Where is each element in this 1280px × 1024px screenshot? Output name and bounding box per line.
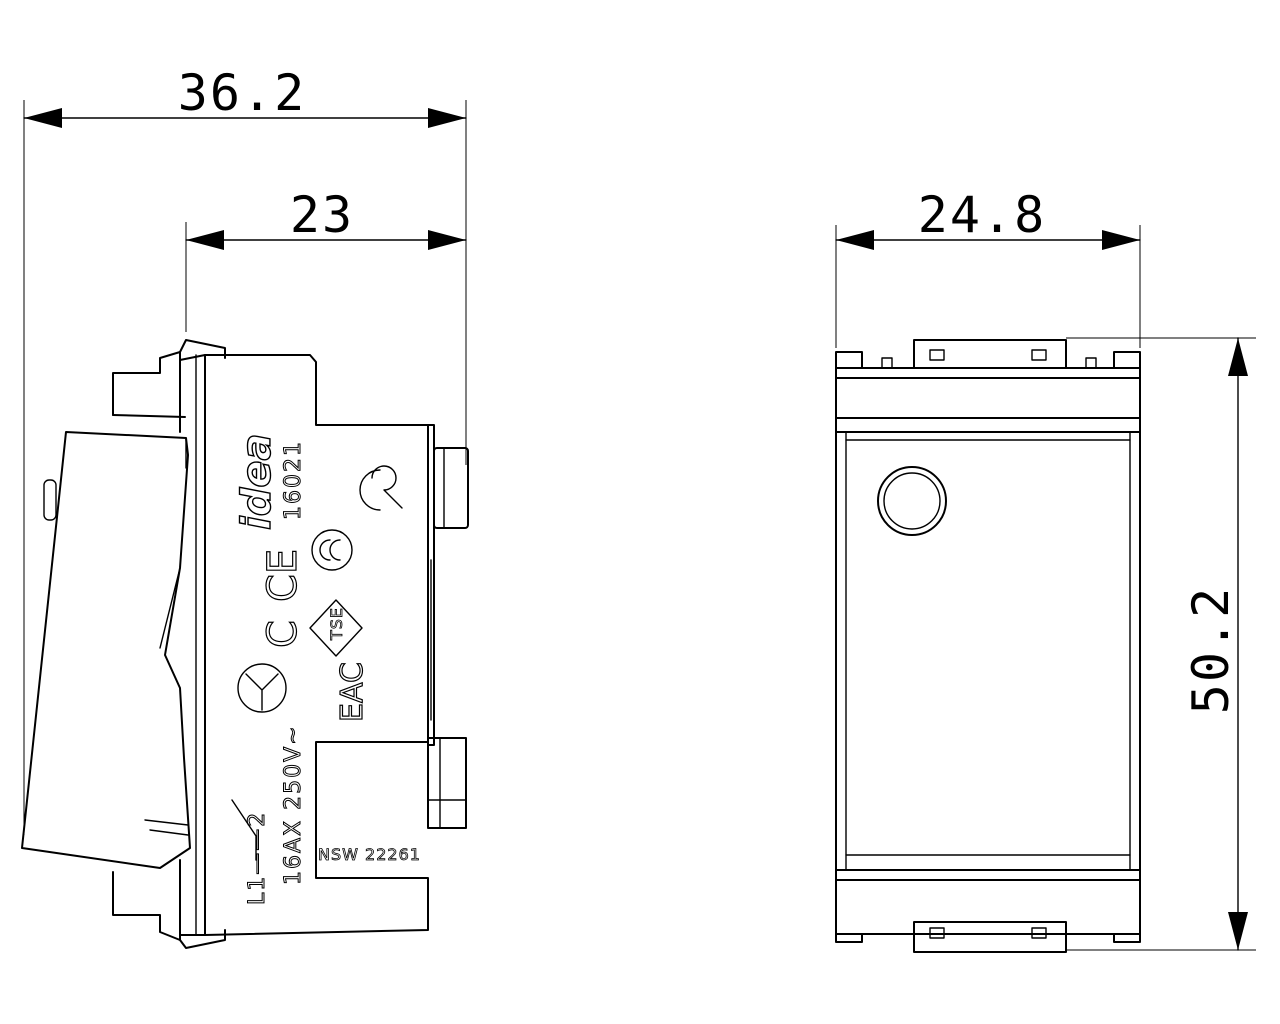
switch-contact-symbol bbox=[231, 799, 257, 861]
module-front bbox=[835, 339, 1141, 953]
terminal-block-bottom bbox=[427, 737, 467, 829]
switch-body bbox=[179, 354, 469, 936]
dimension-label-overall-depth: 36.2 bbox=[178, 64, 306, 122]
indicator-lens-outer bbox=[877, 466, 947, 536]
approval-circle-mark bbox=[237, 663, 287, 713]
product-code: 16021 bbox=[281, 440, 306, 520]
rating-label: 16AX 250V~ bbox=[281, 724, 306, 885]
tse-diamond bbox=[309, 599, 363, 657]
latch-bottom bbox=[913, 921, 1067, 953]
body-markings: idea 16021 CE C EAC TSE L1——2 16AX 250V~… bbox=[231, 433, 421, 906]
eac-mark: EAC bbox=[335, 662, 370, 722]
c-mark: C bbox=[260, 620, 306, 648]
dimension-overall-depth: 36.2 bbox=[23, 64, 467, 128]
dimension-label-width: 24.8 bbox=[918, 186, 1046, 244]
module-outline bbox=[835, 367, 1141, 935]
tse-mark: TSE bbox=[327, 607, 346, 641]
terminal-screw-top bbox=[433, 447, 469, 529]
front-view: 24.8 50.2 bbox=[835, 186, 1256, 953]
dimension-body-depth: 23 bbox=[185, 186, 467, 250]
dimension-width: 24.8 bbox=[835, 186, 1141, 250]
clip-top-right bbox=[1113, 351, 1141, 369]
clip-bottom-left bbox=[835, 933, 863, 943]
dimension-label-body-depth: 23 bbox=[290, 186, 354, 244]
clip-top-left bbox=[835, 351, 863, 369]
cc-mark-circle bbox=[311, 529, 353, 571]
latch-top bbox=[913, 339, 1067, 369]
ce-mark: CE bbox=[260, 549, 306, 602]
dimension-height: 50.2 bbox=[1182, 337, 1248, 951]
q-mark bbox=[359, 465, 403, 511]
side-view: 36.2 23 bbox=[21, 64, 469, 949]
clip-bottom-right bbox=[1113, 933, 1141, 943]
standard-label: NSW 22261 bbox=[318, 845, 421, 864]
rocker-actuator bbox=[21, 339, 226, 949]
dimension-label-height: 50.2 bbox=[1182, 586, 1240, 714]
indicator-lens-inner bbox=[883, 472, 941, 530]
brand-logo: idea bbox=[234, 434, 280, 530]
